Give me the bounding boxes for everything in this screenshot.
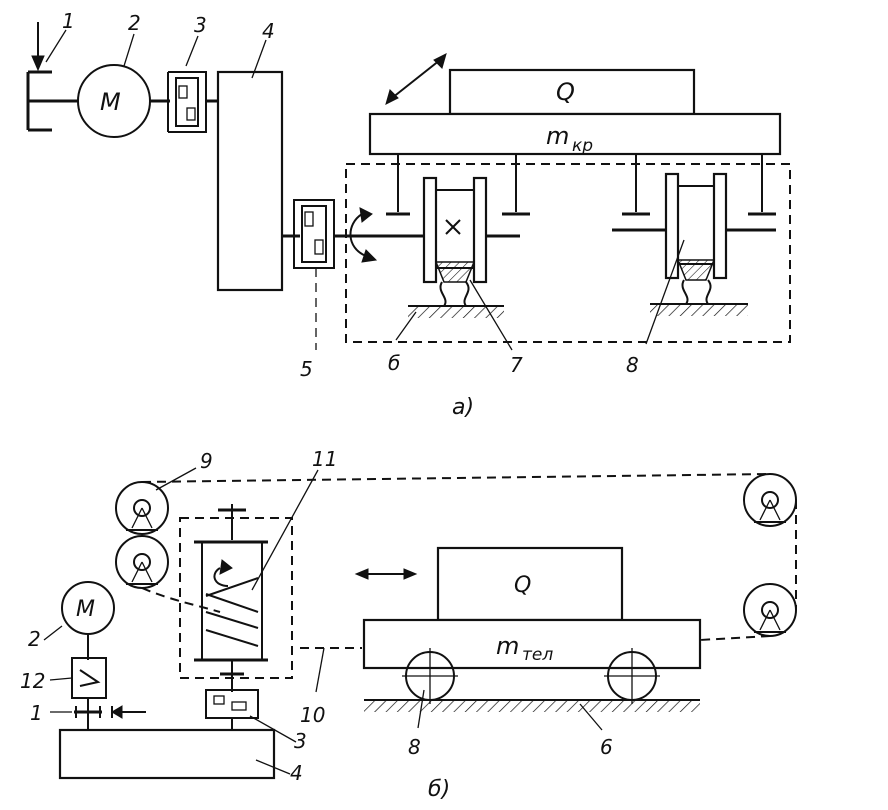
coupling-3: 3 (167, 13, 207, 133)
bridge-mass: Q m кр (368, 68, 782, 156)
bridge-frame (345, 163, 791, 343)
label-1: 1 (62, 9, 75, 33)
mass-b-main: m (496, 632, 519, 660)
brake-1: 1 (26, 9, 78, 132)
label-4: 4 (262, 19, 275, 43)
trolley-b: Q m тел 8 6 (362, 546, 702, 759)
motor-a: M 2 (77, 11, 151, 138)
pulleys-right (743, 473, 797, 637)
caption-a: а) (452, 395, 474, 420)
label-3: 3 (194, 13, 207, 37)
idle-wheel-a: 8 (626, 172, 748, 377)
driving-wheel-a: б 7 (388, 176, 523, 377)
load-b-label: Q (514, 573, 531, 598)
load-a-label: Q (556, 78, 575, 106)
mass-b-sub: тел (522, 645, 553, 665)
label-1-b: 1 (30, 701, 43, 725)
diagram-b: 9 10 (20, 447, 797, 802)
label-9: 9 (200, 449, 213, 473)
rope-10: 10 (141, 473, 797, 727)
label-3-b: 3 (294, 729, 307, 753)
brake-1-b: 1 (30, 701, 146, 725)
caption-b: б) (428, 777, 450, 802)
diagram-a: 1 M 2 3 4 (26, 9, 791, 420)
coupling-12: 12 (20, 657, 107, 730)
gearbox-4: 4 (216, 19, 284, 292)
coupling-5: 5 (293, 199, 335, 381)
motor-b: M 2 (28, 581, 115, 660)
label-8: 8 (626, 353, 639, 377)
mass-a-sub: кр (572, 136, 593, 156)
label-5: 5 (300, 357, 313, 381)
label-4-b: 4 (290, 761, 303, 785)
drum-11: 11 (179, 447, 337, 692)
motor-a-label: M (100, 88, 121, 116)
mass-a-main: m (546, 122, 569, 150)
supports-a (386, 154, 776, 216)
label-2: 2 (128, 11, 141, 35)
coupling-3-b: 3 (205, 689, 307, 753)
label-11: 11 (312, 447, 337, 471)
label-2-b: 2 (28, 627, 41, 651)
label-6-b: 6 (600, 735, 613, 759)
gearbox-4-b: 4 (58, 728, 303, 785)
label-7: 7 (510, 353, 523, 377)
label-6: б (388, 351, 400, 375)
label-12: 12 (20, 669, 45, 693)
travel-arrow-b (354, 568, 418, 580)
travel-arrow-a (385, 53, 447, 105)
label-8-b: 8 (408, 735, 421, 759)
label-10: 10 (300, 703, 325, 727)
motor-b-label: M (76, 597, 95, 622)
